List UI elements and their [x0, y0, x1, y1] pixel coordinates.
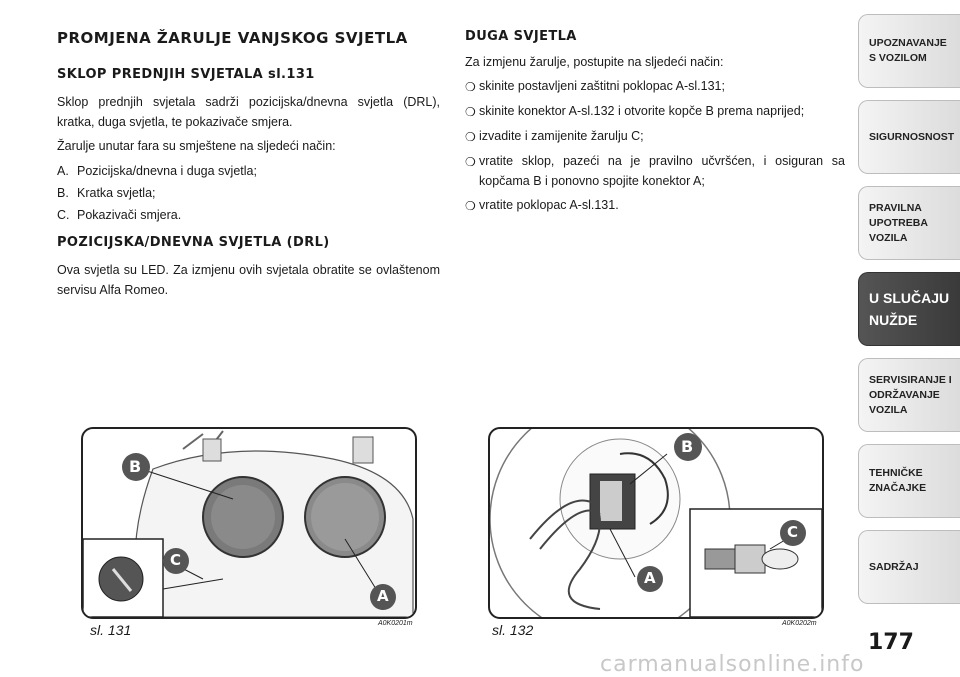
tab-sadrzaj[interactable]: SADRŽAJ — [858, 530, 960, 604]
label-a: A — [644, 569, 656, 587]
list-item: ❍izvadite i zamijenite žarulju C; — [465, 126, 845, 147]
label-c: C — [787, 523, 799, 541]
bullet-icon: ❍ — [465, 105, 476, 119]
list-item: C.Pokazivači smjera. — [57, 208, 182, 222]
label-b: B — [129, 457, 142, 476]
figure-high-beam-bulb: B C A — [488, 427, 824, 619]
figure-caption: sl. 131 — [90, 622, 132, 638]
paragraph: Žarulje unutar fara su smještene na slje… — [57, 139, 336, 153]
page-number: 177 — [868, 630, 914, 655]
figure-code: A0K0202m — [782, 620, 817, 627]
figure-headlamp-assembly: B C A — [81, 427, 417, 619]
tab-servisiranje[interactable]: SERVISIRANJE I ODRŽAVANJE VOZILA — [858, 358, 960, 432]
bulb-illustration — [490, 429, 822, 617]
bullet-icon: ❍ — [465, 130, 476, 144]
paragraph: Za izmjenu žarulje, postupite na sljedeć… — [465, 55, 724, 69]
list-item: B.Kratka svjetla; — [57, 186, 156, 200]
left-column: PROMJENA ŽARULJE VANJSKOG SVJETLA SKLOP … — [57, 28, 440, 304]
right-column: DUGA SVJETLA Za izmjenu žarulje, postupi… — [465, 28, 845, 220]
label-a: A — [377, 587, 389, 605]
page-title: PROMJENA ŽARULJE VANJSKOG SVJETLA — [57, 29, 408, 47]
list-item: ❍vratite sklop, pazeći na je pravilno uč… — [465, 151, 845, 191]
tab-u-slucaju-nuzde[interactable]: U SLUČAJU NUŽDE — [858, 272, 960, 346]
bullet-icon: ❍ — [465, 155, 476, 169]
steps-list: ❍skinite postavljeni zaštitni poklopac A… — [465, 76, 845, 216]
paragraph: Sklop prednjih svjetala sadrži pozicijsk… — [57, 95, 440, 129]
list-item: ❍vratite poklopac A-sl.131. — [465, 195, 845, 216]
tab-tehnicke-znacajke[interactable]: TEHNIČKE ZNAČAJKE — [858, 444, 960, 518]
section-heading-high-beam: DUGA SVJETLA — [465, 29, 577, 44]
section-heading-headlamp: SKLOP PREDNJIH SVJETALA sl.131 — [57, 67, 315, 82]
paragraph: Ova svjetla su LED. Za izmjenu ovih svje… — [57, 263, 440, 297]
label-b: B — [681, 437, 694, 456]
figure-caption: sl. 132 — [492, 622, 534, 638]
bulb-position-list: A.Pozicijska/dnevna i duga svjetla; B.Kr… — [57, 160, 440, 226]
headlamp-illustration — [83, 430, 414, 617]
chapter-sidebar: UPOZNAVANJE S VOZILOM SIGURNOSNOST PRAVI… — [858, 14, 960, 616]
tab-pravilna-upotreba[interactable]: PRAVILNA UPOTREBA VOZILA — [858, 186, 960, 260]
section-heading-drl: POZICIJSKA/DNEVNA SVJETLA (DRL) — [57, 235, 330, 250]
bullet-icon: ❍ — [465, 199, 476, 213]
figure-code: A0K0201m — [378, 620, 413, 627]
watermark: carmanualsonline.info — [600, 652, 865, 677]
list-item: A.Pozicijska/dnevna i duga svjetla; — [57, 164, 257, 178]
tab-sigurnosnost[interactable]: SIGURNOSNOST — [858, 100, 960, 174]
tab-upoznavanje[interactable]: UPOZNAVANJE S VOZILOM — [858, 14, 960, 88]
label-c: C — [170, 551, 182, 569]
bullet-icon: ❍ — [465, 80, 476, 94]
list-item: ❍skinite postavljeni zaštitni poklopac A… — [465, 76, 845, 97]
list-item: ❍skinite konektor A-sl.132 i otvorite ko… — [465, 101, 845, 122]
